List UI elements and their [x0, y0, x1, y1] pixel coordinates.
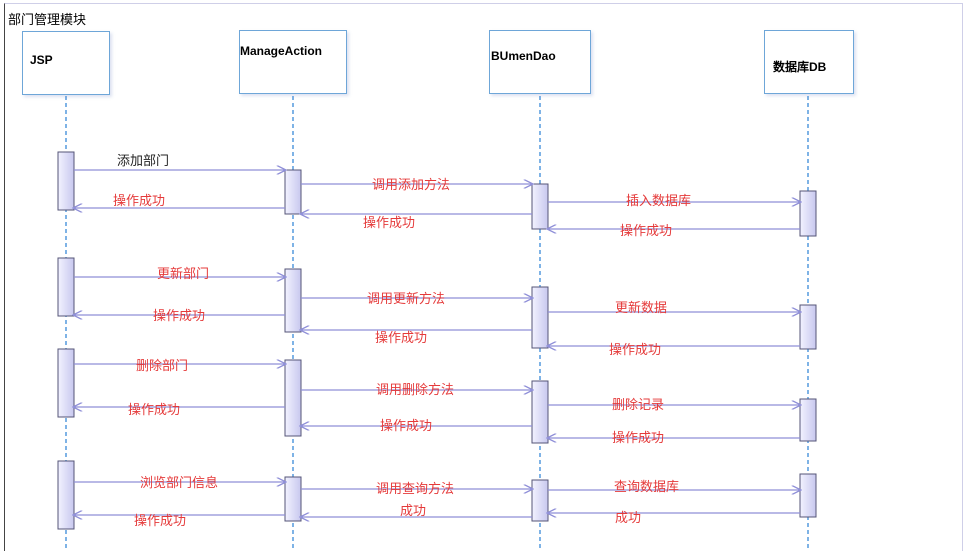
msg-delete-db-reply: 操作成功 — [612, 430, 665, 445]
lifeline-box-db — [764, 30, 854, 94]
lifeline-box-jsp — [22, 31, 110, 95]
msg-delete-call: 调用删除方法 — [376, 382, 455, 397]
activation-dao-add — [531, 183, 549, 230]
msg-add-call: 调用添加方法 — [372, 177, 451, 192]
msg-query-db-reply: 成功 — [615, 510, 642, 525]
lifeline-label-jsp: JSP — [30, 53, 53, 67]
activation-jsp-query — [57, 460, 75, 530]
activation-action-update — [284, 268, 302, 333]
msg-query-db: 查询数据库 — [614, 479, 680, 494]
msg-update-dao-reply: 操作成功 — [375, 330, 428, 345]
msg-add-db-reply: 操作成功 — [620, 223, 673, 238]
lifeline-label-db: 数据库DB — [773, 60, 827, 74]
msg-query-request: 浏览部门信息 — [140, 475, 219, 490]
activation-action-query — [284, 476, 302, 522]
msg-add-action-reply: 操作成功 — [113, 193, 166, 208]
msg-add-db: 插入数据库 — [626, 193, 692, 208]
activation-db-query — [799, 473, 817, 518]
msg-update-action-reply: 操作成功 — [153, 308, 206, 323]
activation-jsp-add — [57, 151, 75, 211]
msg-update-db: 更新数据 — [615, 300, 668, 315]
msg-add-request: 添加部门 — [117, 153, 170, 168]
activation-db-add — [799, 190, 817, 237]
lifeline-label-action: ManageAction — [240, 44, 323, 58]
lifeline-label-dao: BUmenDao — [491, 49, 556, 63]
activation-dao-update — [531, 286, 549, 349]
msg-update-db-reply: 操作成功 — [609, 342, 662, 357]
msg-query-call: 调用查询方法 — [376, 481, 455, 496]
activation-action-delete — [284, 359, 302, 437]
msg-delete-action-reply: 操作成功 — [128, 402, 181, 417]
activation-dao-delete — [531, 380, 549, 444]
lifeline-box-dao — [489, 30, 591, 94]
module-frame — [4, 3, 963, 551]
msg-query-action-reply: 操作成功 — [134, 513, 187, 528]
activation-jsp-delete — [57, 348, 75, 418]
activation-jsp-update — [57, 257, 75, 317]
activation-db-delete — [799, 398, 817, 442]
msg-delete-db: 删除记录 — [612, 397, 665, 412]
msg-query-dao-reply: 成功 — [400, 503, 427, 518]
msg-delete-dao-reply: 操作成功 — [380, 418, 433, 433]
msg-delete-request: 删除部门 — [136, 358, 189, 373]
msg-update-request: 更新部门 — [157, 266, 210, 281]
msg-update-call: 调用更新方法 — [367, 291, 446, 306]
activation-action-add — [284, 169, 302, 215]
msg-add-dao-reply: 操作成功 — [363, 215, 416, 230]
activation-db-update — [799, 304, 817, 350]
frame-title: 部门管理模块 — [8, 12, 87, 27]
activation-dao-query — [531, 479, 549, 522]
lifeline-box-action — [239, 30, 347, 94]
